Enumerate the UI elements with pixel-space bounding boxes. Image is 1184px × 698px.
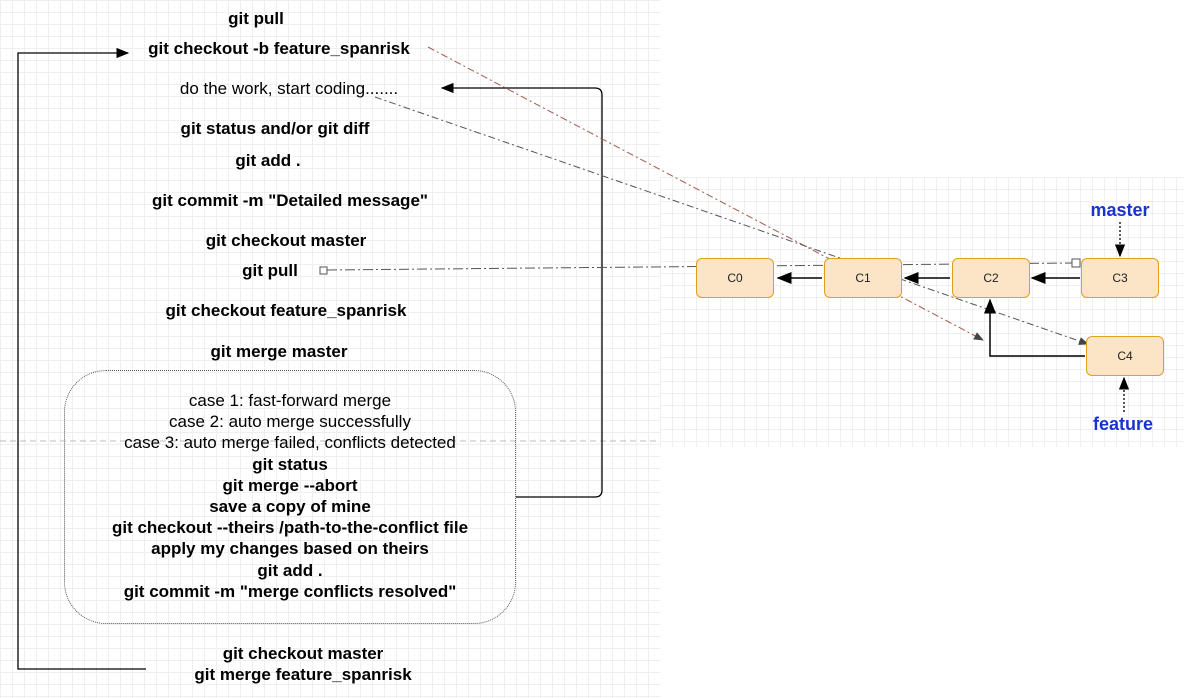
final-checkout-master: git checkout master — [222, 644, 384, 663]
commit-node-c0: C0 — [696, 258, 774, 298]
c3-connector-anchor — [1071, 258, 1081, 268]
checkout-feature-branch: git checkout -b feature_spanrisk — [148, 39, 410, 58]
status-diff-step: git status and/or git diff — [180, 119, 370, 138]
canvas-grid-right — [660, 177, 1184, 447]
do-work-step: do the work, start coding....... — [179, 79, 399, 98]
git-pull-top: git pull — [228, 9, 284, 28]
loop-arrow-left — [17, 47, 146, 670]
merge-master-step: git merge master — [210, 342, 348, 361]
work-connector — [374, 96, 1089, 345]
conflict-step: save a copy of mine — [209, 497, 371, 517]
conflict-step: git checkout --theirs /path-to-the-confl… — [111, 518, 469, 538]
git-pull-step: git pull — [242, 261, 298, 280]
commit-node-c2: C2 — [952, 258, 1030, 298]
merge-cases-box — [64, 370, 516, 624]
case-3: case 3: auto merge failed, conflicts det… — [124, 433, 456, 453]
conflict-step: git merge --abort — [222, 475, 358, 495]
case-2: case 2: auto merge successfully — [169, 412, 411, 432]
add-step: git add . — [235, 151, 301, 170]
commit-node-c1: C1 — [824, 258, 902, 298]
commit-node-c4: C4 — [1086, 336, 1164, 376]
commit-step: git commit -m "Detailed message" — [152, 191, 428, 210]
checkout-master-step: git checkout master — [205, 231, 367, 250]
feature-branch-label: feature — [1092, 414, 1154, 434]
conflict-step: apply my changes based on theirs — [151, 539, 429, 559]
commit-node-c3: C3 — [1081, 258, 1159, 298]
case-1: case 1: fast-forward merge — [188, 391, 392, 410]
final-merge-feature: git merge feature_spanrisk — [194, 665, 412, 684]
conflict-step: git status — [252, 454, 328, 474]
pull-connector-anchor — [319, 266, 328, 275]
loop-arrow-right — [440, 82, 603, 498]
conflict-step: git add . — [257, 560, 323, 580]
conflict-step: git commit -m "merge conflicts resolved" — [123, 581, 457, 601]
canvas-grid-left — [0, 0, 660, 698]
pull-connector-line — [326, 262, 1073, 271]
merge-cases-text: case 1: fast-forward merge case 2: auto … — [64, 390, 516, 602]
checkout-feature-step: git checkout feature_spanrisk — [165, 301, 407, 320]
edge-c4-c2 — [984, 298, 1085, 357]
master-branch-label: master — [1090, 200, 1150, 220]
